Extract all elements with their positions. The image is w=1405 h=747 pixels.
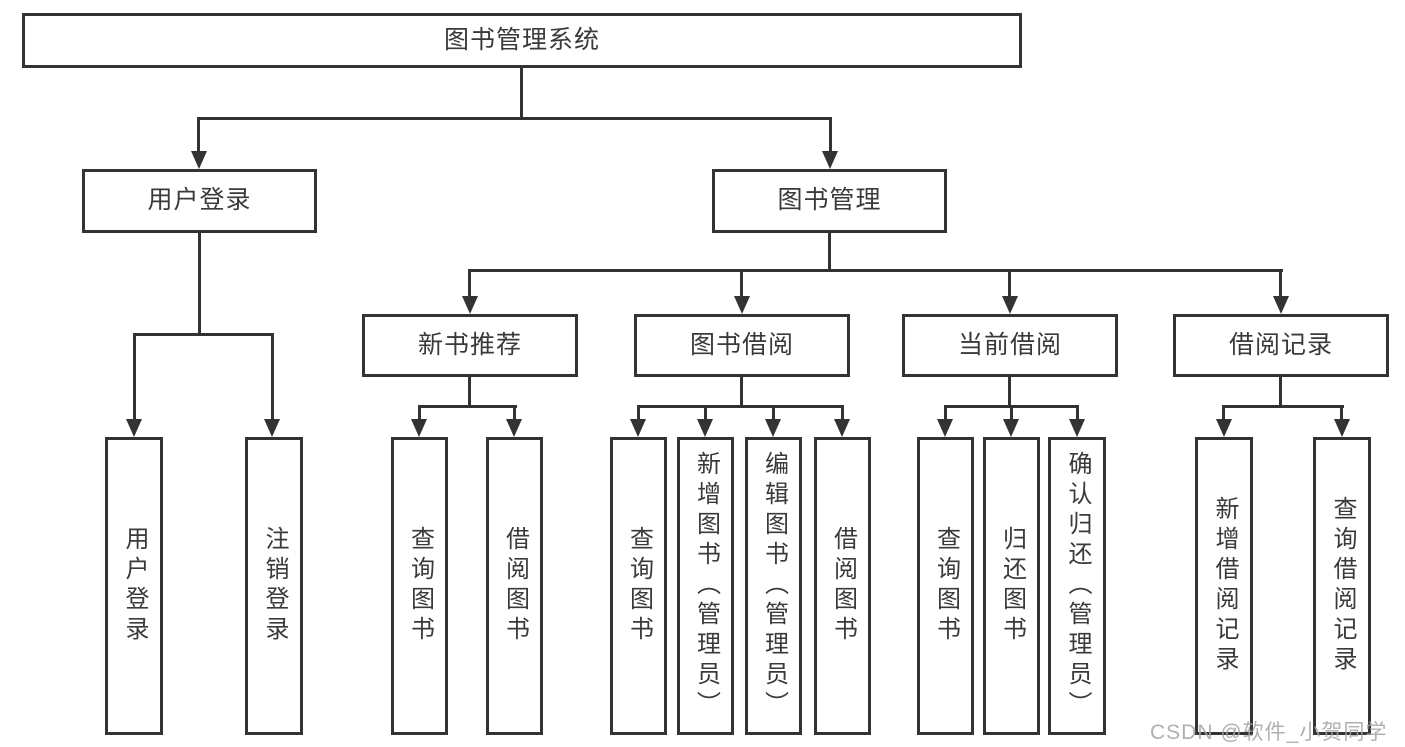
connector-leaf-stub [418,405,421,421]
connector-currentborrow-stem [1008,377,1011,408]
node-book-borrow: 图书借阅 [634,314,850,377]
node-leaf-current-return: 归还图书 [983,437,1040,735]
connector-leaf-stub [1222,405,1225,421]
node-leaf-bookborrow-borrow: 借阅图书 [814,437,871,735]
connector-leaf-stub [637,405,640,421]
connector-leaf-stub [772,405,775,421]
connector-bookborrow-bar [637,405,844,408]
arrow-down-icon [126,419,142,437]
arrow-down-icon [734,296,750,314]
node-leaf-current-query: 查询图书 [917,437,974,735]
connector-leaf-stub [944,405,947,421]
connector-level3-bar [468,269,1283,272]
arrow-down-icon [822,151,838,169]
connector-newbook-bar [418,405,517,408]
node-leaf-bookborrow-add: 新增图书（管理员） [677,437,734,735]
watermark: CSDN @软件_小贺同学 [1150,721,1388,744]
connector-currentborrow-stub [1008,269,1011,299]
connector-leaf-stub [1340,405,1343,421]
arrow-down-icon [630,419,646,437]
connector-login-stub [133,333,136,421]
connector-borrowrecord-stem [1279,377,1282,408]
connector-leaf-stub [704,405,707,421]
node-leaf-bookborrow-query: 查询图书 [610,437,667,735]
arrow-down-icon [834,419,850,437]
connector-bookborrow-stem [740,377,743,408]
arrow-down-icon [1002,296,1018,314]
arrow-down-icon [1069,419,1085,437]
connector-bookmgmt-stem [828,233,831,272]
connector-leaf-stub [1010,405,1013,421]
connector-newbook-stub [468,269,471,299]
connector-leaf-stub [513,405,516,421]
node-borrow-record: 借阅记录 [1173,314,1389,377]
arrow-down-icon [506,419,522,437]
node-current-borrow: 当前借阅 [902,314,1118,377]
arrow-down-icon [1334,419,1350,437]
connector-level2-bar [197,117,832,120]
node-leaf-record-query: 查询借阅记录 [1313,437,1371,735]
arrow-down-icon [264,419,280,437]
connector-bookborrow-stub [740,269,743,299]
arrow-down-icon [1216,419,1232,437]
connector-userlogin-stem [198,233,201,336]
connector-bookmgmt-stub [829,117,832,153]
arrow-down-icon [765,419,781,437]
connector-leaf-stub [1076,405,1079,421]
connector-userlogin-stub [197,117,200,153]
node-leaf-bookborrow-edit: 编辑图书（管理员） [745,437,802,735]
connector-userlogin-bar [133,333,274,336]
connector-root-stem [520,68,523,120]
node-leaf-logout: 注销登录 [245,437,303,735]
connector-logout-stub [271,333,274,421]
node-leaf-user-login: 用户登录 [105,437,163,735]
node-book-management: 图书管理 [712,169,947,233]
connector-borrowrecord-stub [1279,269,1282,299]
arrow-down-icon [697,419,713,437]
arrow-down-icon [462,296,478,314]
node-leaf-newbook-borrow: 借阅图书 [486,437,543,735]
arrow-down-icon [191,151,207,169]
connector-borrowrecord-bar [1222,405,1344,408]
node-root: 图书管理系统 [22,13,1022,68]
arrow-down-icon [1003,419,1019,437]
node-user-login: 用户登录 [82,169,317,233]
node-leaf-current-confirm-return: 确认归还（管理员） [1048,437,1106,735]
node-new-book-recommend: 新书推荐 [362,314,578,377]
arrow-down-icon [411,419,427,437]
node-leaf-newbook-query: 查询图书 [391,437,448,735]
arrow-down-icon [937,419,953,437]
connector-newbook-stem [468,377,471,408]
arrow-down-icon [1273,296,1289,314]
connector-leaf-stub [841,405,844,421]
node-leaf-record-add: 新增借阅记录 [1195,437,1253,735]
